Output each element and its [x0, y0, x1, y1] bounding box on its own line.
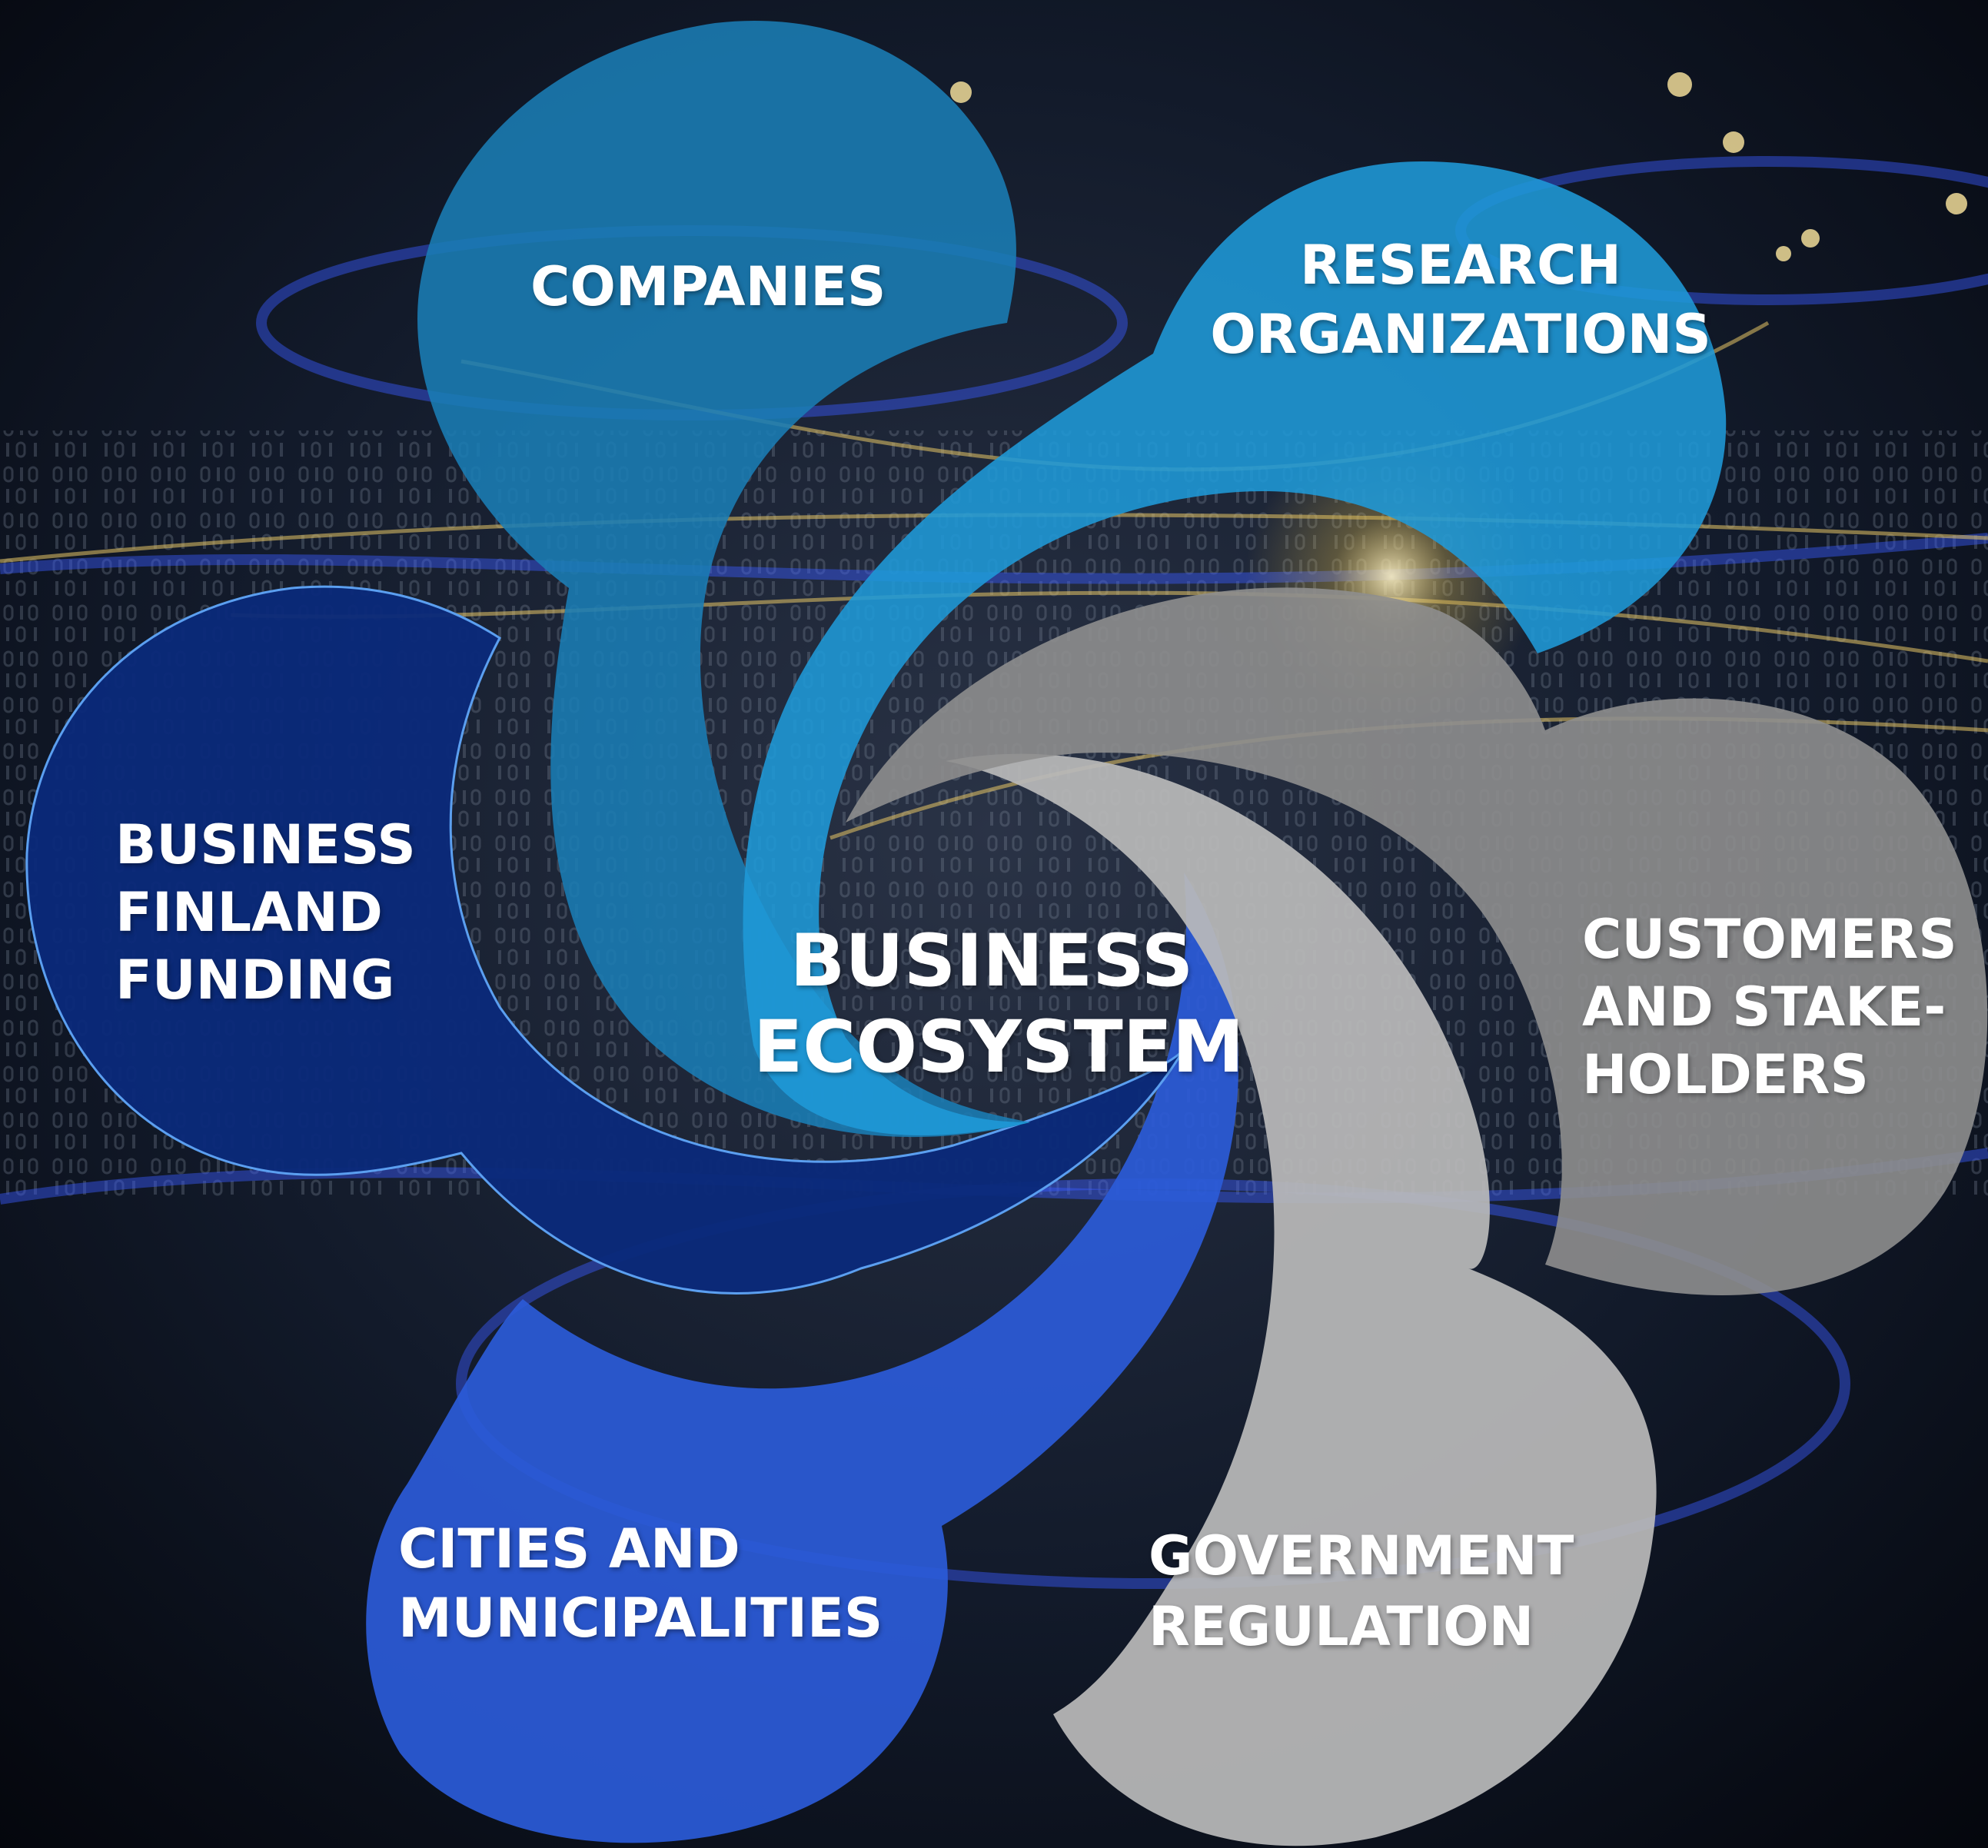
node-cities-shape — [366, 872, 1239, 1843]
label-customers-line-2: AND STAKE- — [1582, 976, 1946, 1039]
node-government-shape — [946, 753, 1657, 1846]
label-cities-line-1: CITIES AND — [398, 1517, 740, 1580]
label-government-line-1: GOVERNMENT — [1149, 1524, 1574, 1587]
label-customers-line-3: HOLDERS — [1582, 1043, 1869, 1106]
label-government: GOVERNMENT REGULATION — [1149, 1521, 1574, 1662]
label-customers: CUSTOMERS AND STAKE- HOLDERS — [1582, 906, 1957, 1108]
label-government-line-2: REGULATION — [1149, 1595, 1534, 1658]
label-cities-line-2: MUNICIPALITIES — [398, 1587, 883, 1650]
label-companies-line-1: COMPANIES — [530, 255, 886, 318]
label-funding: BUSINESS FINLAND FUNDING — [115, 811, 416, 1014]
center-title: BUSINESS ECOSYSTEM — [753, 919, 1245, 1091]
node-companies-shape — [417, 20, 1030, 1138]
label-funding-line-2: FINLAND — [115, 881, 383, 944]
node-research-shape — [743, 161, 1727, 1135]
label-research-line-2: ORGANIZATIONS — [1210, 303, 1711, 366]
label-companies: COMPANIES — [530, 254, 886, 320]
label-funding-line-1: BUSINESS — [115, 813, 416, 876]
label-research: RESEARCH ORGANIZATIONS — [1199, 231, 1722, 369]
label-funding-line-3: FUNDING — [115, 949, 395, 1012]
label-research-line-1: RESEARCH — [1300, 234, 1621, 297]
node-customers-shape — [846, 587, 1988, 1295]
node-funding-shape — [25, 585, 1185, 1295]
center-title-line-1: BUSINESS — [790, 919, 1194, 1003]
center-title-line-2: ECOSYSTEM — [753, 1005, 1245, 1089]
label-cities: CITIES AND MUNICIPALITIES — [398, 1514, 883, 1653]
label-customers-line-1: CUSTOMERS — [1582, 908, 1957, 971]
